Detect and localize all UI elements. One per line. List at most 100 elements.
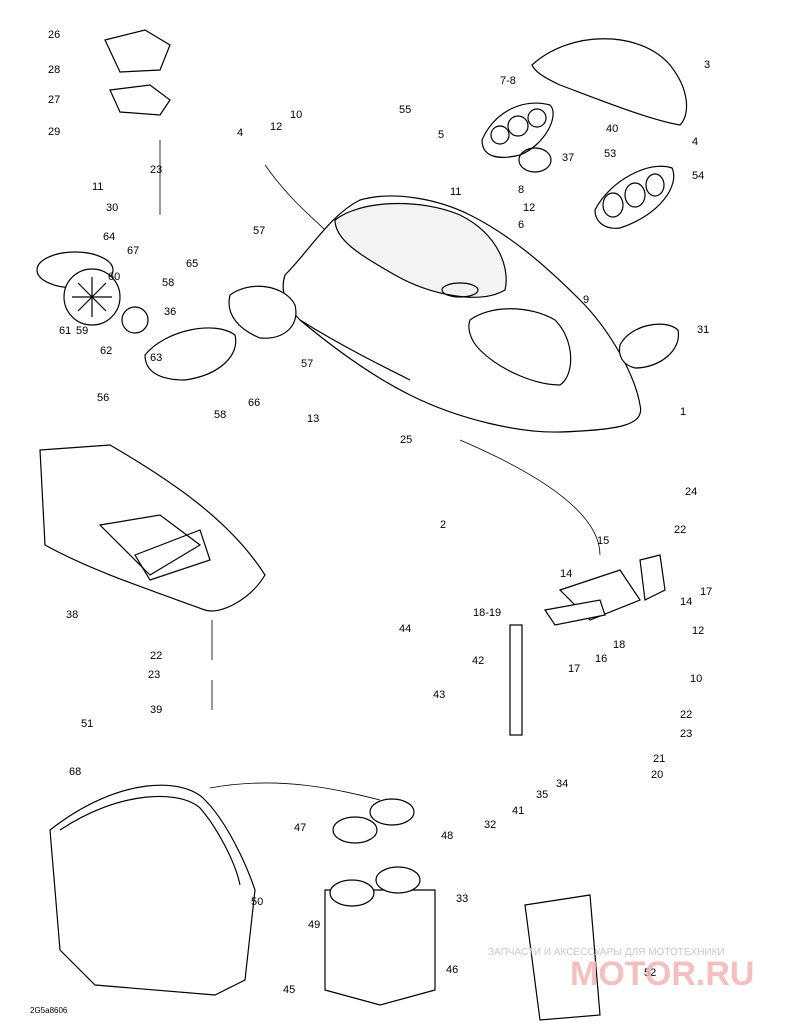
callout-62: 62 <box>100 345 112 357</box>
callout-25: 25 <box>400 434 412 446</box>
callout-18: 18 <box>613 639 625 651</box>
callout-40: 40 <box>606 123 618 135</box>
callout-12: 12 <box>270 121 282 133</box>
callout-21: 21 <box>653 753 665 765</box>
bottle-holder <box>324 798 436 1006</box>
callout-27: 27 <box>48 94 60 106</box>
callout-28: 28 <box>48 64 60 76</box>
callout-4: 4 <box>237 127 243 139</box>
callout-14: 14 <box>560 568 572 580</box>
callout-57: 57 <box>253 225 265 237</box>
callout-15: 15 <box>597 535 609 547</box>
callout-22: 22 <box>680 709 692 721</box>
callout-38: 38 <box>66 609 78 621</box>
callout-58: 58 <box>162 277 174 289</box>
callout-61: 61 <box>59 325 71 337</box>
callout-43: 43 <box>433 689 445 701</box>
callout-30: 30 <box>106 202 118 214</box>
bottom-panel <box>39 444 266 612</box>
callout-10: 10 <box>690 673 702 685</box>
callout-2: 2 <box>440 519 446 531</box>
front-storage-cover <box>531 38 688 126</box>
callout-32: 32 <box>484 819 496 831</box>
callout-12: 12 <box>692 625 704 637</box>
callout-48: 48 <box>441 830 453 842</box>
callout-23: 23 <box>150 164 162 176</box>
callout-36: 36 <box>164 306 176 318</box>
callout-53: 53 <box>604 148 616 160</box>
callout-51: 51 <box>81 718 93 730</box>
watermark-logo: MOTOR.RU <box>570 955 754 993</box>
callout-57: 57 <box>301 358 313 370</box>
callout-42: 42 <box>472 655 484 667</box>
callout-56: 56 <box>97 392 109 404</box>
callout-63: 63 <box>150 352 162 364</box>
callout-60: 60 <box>108 271 120 283</box>
callout-50: 50 <box>251 896 263 908</box>
callout-1: 1 <box>680 406 686 418</box>
callout-37: 37 <box>562 152 574 164</box>
callout-41: 41 <box>512 805 524 817</box>
hood <box>282 195 642 433</box>
callout-9: 9 <box>583 294 589 306</box>
callout-34: 34 <box>556 778 568 790</box>
callout-44: 44 <box>399 623 411 635</box>
callout-55: 55 <box>399 104 411 116</box>
callout-22: 22 <box>150 650 162 662</box>
callout-7-8: 7-8 <box>500 75 516 87</box>
gas-spring <box>509 624 523 736</box>
storage-slot <box>524 894 601 1021</box>
callout-5: 5 <box>438 129 444 141</box>
callout-59: 59 <box>76 325 88 337</box>
callout-22: 22 <box>674 524 686 536</box>
callout-64: 64 <box>103 231 115 243</box>
latch-assembly <box>104 29 171 116</box>
callout-11: 11 <box>92 181 103 193</box>
vent-grille <box>518 147 552 173</box>
callout-8: 8 <box>518 184 524 196</box>
storage-basket <box>49 784 256 996</box>
callout-20: 20 <box>651 769 663 781</box>
callout-13: 13 <box>307 413 319 425</box>
callout-18-19: 18-19 <box>473 607 501 619</box>
callout-45: 45 <box>283 984 295 996</box>
callout-17: 17 <box>700 586 712 598</box>
vent-disc <box>36 251 149 334</box>
dash-panel <box>594 165 675 229</box>
callout-49: 49 <box>308 919 320 931</box>
callout-10: 10 <box>290 109 302 121</box>
callout-11: 11 <box>450 186 461 198</box>
gauge-cluster <box>481 102 554 158</box>
callout-33: 33 <box>456 893 468 905</box>
callout-14: 14 <box>680 596 692 608</box>
side-handle <box>618 323 680 369</box>
callout-52: 52 <box>644 967 656 979</box>
callout-67: 67 <box>127 245 139 257</box>
hinge-assembly <box>543 554 666 626</box>
callout-54: 54 <box>692 170 704 182</box>
callout-12: 12 <box>523 202 535 214</box>
callout-47: 47 <box>294 822 306 834</box>
callout-23: 23 <box>680 728 692 740</box>
callout-58: 58 <box>214 409 226 421</box>
watermark-tagline: ЗАПЧАСТИ И АКСЕССУАРЫ ДЛЯ МОТОТЕХНИКИ <box>488 947 725 958</box>
callout-31: 31 <box>697 324 709 336</box>
callout-46: 46 <box>446 964 458 976</box>
callout-17: 17 <box>568 663 580 675</box>
callout-4: 4 <box>692 136 698 148</box>
callout-23: 23 <box>148 669 160 681</box>
callout-39: 39 <box>150 704 162 716</box>
callout-66: 66 <box>248 397 260 409</box>
callout-6: 6 <box>518 219 524 231</box>
callout-24: 24 <box>685 486 697 498</box>
figure-code: 2G5a8606 <box>30 1006 68 1015</box>
callout-labels: 12344567-8891010111112121213141415161717… <box>48 29 712 996</box>
side-vent <box>144 285 297 381</box>
callout-26: 26 <box>48 29 60 41</box>
callout-16: 16 <box>595 653 607 665</box>
callout-3: 3 <box>704 59 710 71</box>
callout-65: 65 <box>186 258 198 270</box>
callout-29: 29 <box>48 126 60 138</box>
callout-35: 35 <box>536 789 548 801</box>
